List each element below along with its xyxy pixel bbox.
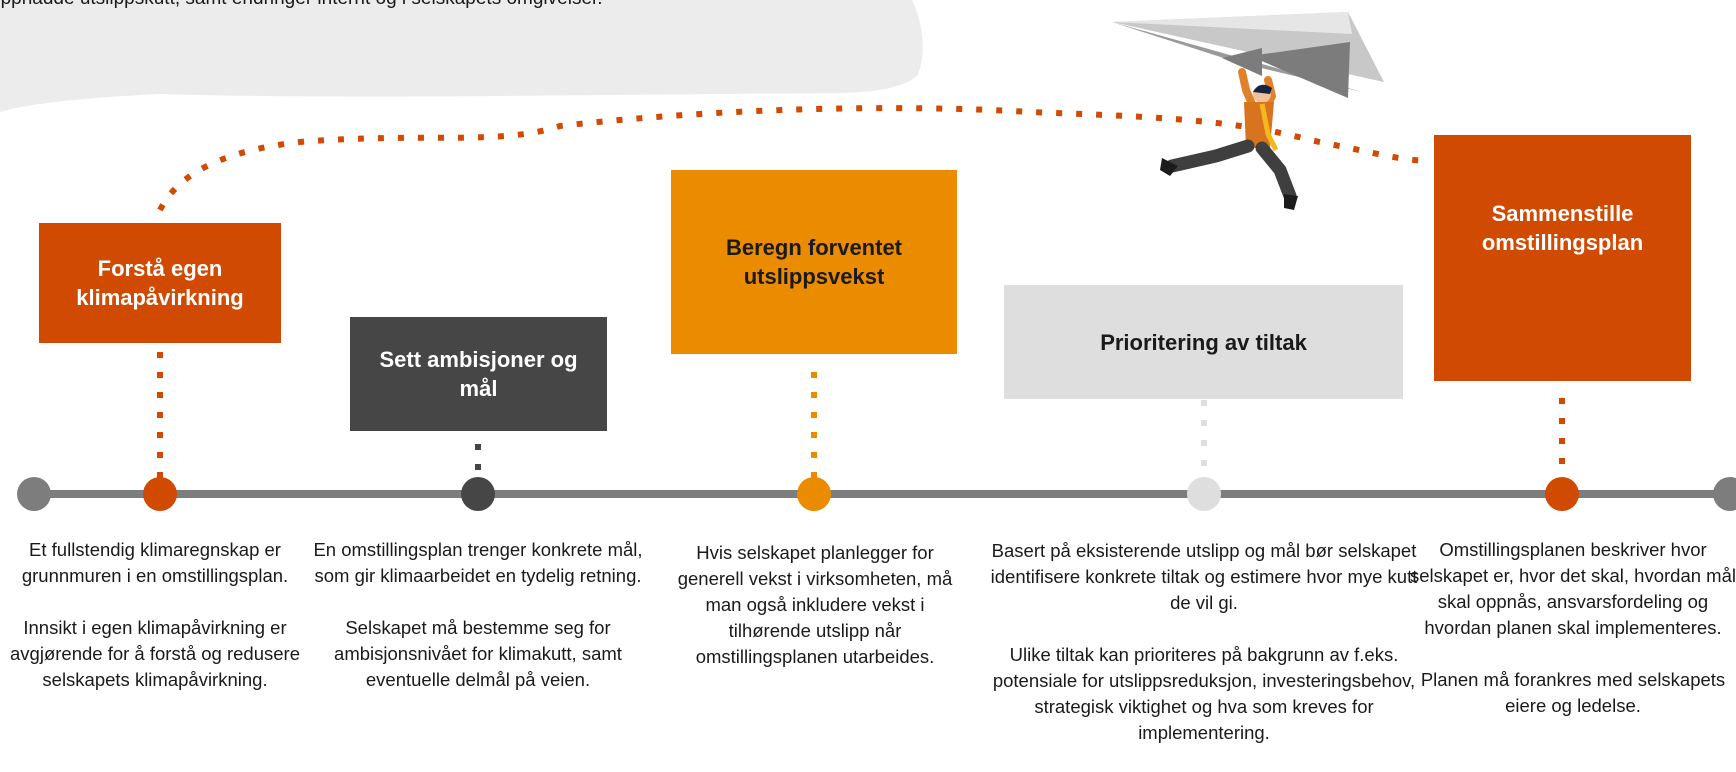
timeline-node-3 [797,477,831,511]
step-4-paragraph-2: Ulike tiltak kan prioriteres på bakgrunn… [992,644,1416,743]
background-blob [0,0,923,112]
dotted-path-arc [157,105,1426,212]
timeline-graphic [0,0,1736,511]
step-4-box: Prioritering av tiltak [1004,285,1403,399]
step-2-box: Sett ambisjoner og mål [350,317,607,431]
step-3-paragraph-1: Hvis selskapet planlegger for generell v… [677,542,953,667]
step-3-description: Hvis selskapet planlegger for generell v… [663,540,967,696]
timeline-start-dot [17,477,51,511]
step-4-paragraph-1: Basert på eksisterende utslipp og mål bø… [990,540,1418,613]
step-1-paragraph-2: Innsikt i egen klimapåvirkning er avgjør… [10,617,300,690]
step-5-description: Omstillingsplanen beskriver hvor selskap… [1408,537,1736,745]
step-4-description: Basert på eksisterende utslipp og mål bø… [984,538,1424,772]
step-5-paragraph-2: Planen må forankres med selskapets eiere… [1420,669,1726,716]
step-1-box: Forstå egen klimapåvirkning [39,223,281,343]
step-2-paragraph-1: En omstillingsplan trenger konkrete mål,… [313,539,643,586]
paper-plane-illustration [1112,12,1384,210]
timeline-node-1 [143,477,177,511]
step-5-box: Sammenstille omstillingsplan [1434,135,1691,381]
intro-text: oppnådde utslippskutt, samt endringer in… [0,0,890,12]
step-2-description: En omstillingsplan trenger konkrete mål,… [308,537,648,719]
step-1-paragraph-1: Et fullstendig klimaregnskap er grunnmur… [21,539,289,586]
timeline-end-dot [1713,477,1736,511]
timeline-node-5 [1545,477,1579,511]
timeline-node-2 [461,477,495,511]
timeline-node-4 [1187,477,1221,511]
step-2-paragraph-2: Selskapet må bestemme seg for ambisjonsn… [334,617,622,690]
step-1-description: Et fullstendig klimaregnskap er grunnmur… [0,537,310,719]
step-5-paragraph-1: Omstillingsplanen beskriver hvor selskap… [1410,539,1736,638]
step-3-box: Beregn forventet utslippsvekst [671,170,957,354]
